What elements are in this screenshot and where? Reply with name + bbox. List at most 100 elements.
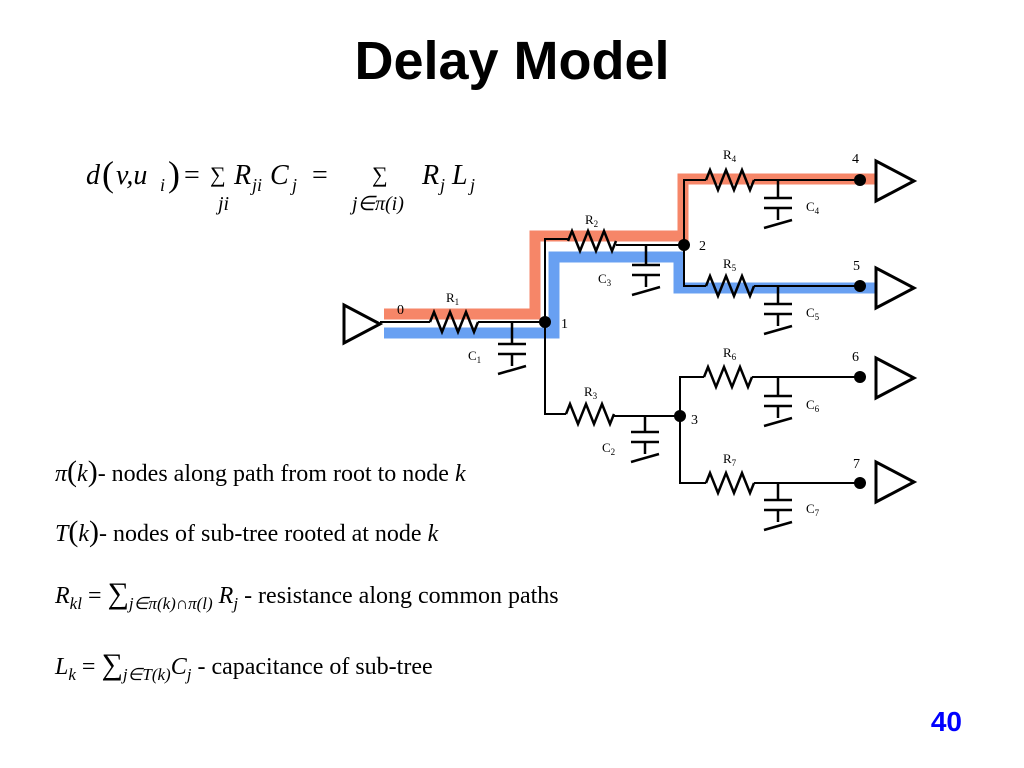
page-number: 40 (930, 706, 962, 737)
formula-d: d (86, 160, 101, 191)
capacitor-c4 (763, 180, 793, 230)
Lk-term-sub: j (186, 665, 192, 684)
formula-R1: R (233, 160, 251, 191)
resistor-label-r1: R1 (446, 290, 459, 307)
slide-title: Delay Model (354, 31, 670, 91)
node-label-1: 1 (561, 317, 568, 332)
node-dot-7 (854, 477, 866, 489)
Rkl-sum: ∑ (107, 577, 129, 610)
resistor-label-r4: R4 (723, 147, 737, 164)
Lk-description: - capacitance of sub-tree (191, 654, 433, 680)
formula-R1-sub: ji (250, 175, 262, 195)
definition-T: T(k)- nodes of sub-tree rooted at node k (55, 515, 439, 548)
formula-paren-close: ) (168, 154, 180, 194)
resistor-r1 (428, 308, 480, 336)
capacitor-c7 (763, 483, 793, 532)
resistor-r4 (704, 166, 756, 194)
formula-C1: C (270, 160, 289, 191)
node-label-4: 4 (852, 152, 859, 167)
Rkl-sub: kl (69, 594, 82, 613)
formula-L2: L (451, 160, 468, 191)
Lk-lhs: L (55, 654, 69, 680)
resistor-label-r2: R2 (585, 212, 598, 229)
buffers (342, 158, 918, 505)
capacitor-label-c1: C1 (468, 348, 481, 365)
node-label-6: 6 (852, 350, 859, 365)
node-dot-4 (854, 174, 866, 186)
node-dot-2 (678, 239, 690, 251)
node-label-0: 0 (397, 303, 404, 318)
resistor-r2 (566, 227, 618, 255)
Rkl-term-sub: j (233, 594, 239, 613)
T-symbol: T (55, 521, 69, 547)
node-dot-5 (854, 280, 866, 292)
T-var: k (427, 521, 439, 547)
formula-sum2: ∑ (372, 162, 388, 187)
formula-C1-sub: j (290, 175, 297, 195)
formula-R2-sub: j (438, 175, 445, 195)
capacitor-label-c6: C6 (806, 397, 820, 414)
node-dots (539, 174, 866, 489)
T-arg: k (78, 521, 90, 547)
node-dot-1 (539, 316, 551, 328)
wires (380, 179, 860, 484)
Lk-term: C (170, 654, 187, 680)
Lk-sum: ∑ (101, 648, 123, 681)
capacitors (497, 180, 793, 532)
blue-path-highlight (384, 251, 878, 339)
capacitor-c3 (631, 245, 661, 297)
Rkl-term: R (218, 583, 234, 609)
formula-paren-open: ( (102, 154, 114, 194)
resistor-r5 (704, 272, 756, 300)
node-dot-3 (674, 410, 686, 422)
sink-buffer-5 (874, 265, 918, 311)
capacitor-label-c4: C4 (806, 199, 820, 216)
capacitor-label-c3: C3 (598, 271, 612, 288)
resistor-r6 (702, 363, 754, 391)
sink-buffer-6 (874, 355, 918, 401)
pi-arg: k (77, 461, 88, 487)
node-label-3: 3 (691, 413, 698, 428)
driver-buffer (342, 302, 384, 346)
T-description: - nodes of sub-tree rooted at node (99, 521, 428, 547)
Lk-eq: = (81, 654, 96, 680)
capacitor-label-c5: C5 (806, 305, 820, 322)
node-dot-6 (854, 371, 866, 383)
node-label-7: 7 (853, 457, 860, 472)
resistors (428, 166, 756, 497)
pi-var: k (454, 461, 466, 487)
formula-R2: R (421, 160, 439, 191)
resistor-r3 (564, 400, 616, 428)
resistor-label-r7: R7 (723, 451, 737, 468)
Rkl-description: - resistance along common paths (238, 583, 559, 609)
pi-symbol: π (55, 461, 68, 487)
definition-Rkl: Rkl = ∑j∈π(k)∩π(l) Rj - resistance along… (55, 577, 559, 613)
red-path-highlight (384, 173, 878, 320)
sink-buffer-7 (874, 459, 918, 505)
resistor-r7 (704, 469, 756, 497)
formula-L2-sub: j (468, 175, 475, 195)
Rkl-lhs: R (55, 583, 70, 609)
capacitor-c2 (630, 416, 660, 464)
node-label-5: 5 (853, 259, 860, 274)
main-formula: d ( v,u i ) = ∑ ji R ji C j = ∑ j∈π(i) R… (86, 154, 475, 215)
formula-sum1-sub: ji (215, 193, 229, 215)
capacitor-c1 (497, 322, 527, 376)
resistor-label-r6: R6 (723, 345, 737, 362)
sink-buffer-4 (874, 158, 918, 204)
resistor-labels: R1 R2 R3 R4 R5 R6 R7 (446, 147, 737, 468)
formula-sum2-sub: j∈π(i) (349, 193, 404, 215)
resistor-label-r3: R3 (584, 384, 598, 401)
capacitor-label-c7: C7 (806, 501, 820, 518)
pi-description: - nodes along path from root to node (97, 461, 455, 487)
formula-arg-sub: i (160, 175, 165, 195)
Lk-sum-sub: j∈T(k) (122, 665, 171, 684)
capacitor-c6 (763, 377, 793, 428)
node-labels: 0 1 2 3 4 5 6 7 (397, 152, 860, 472)
formula-sum1: ∑ (210, 162, 226, 187)
formula-eq1: = (184, 160, 200, 191)
definition-Lk: Lk = ∑j∈T(k)Cj - capacitance of sub-tree (55, 648, 433, 684)
Rkl-sum-sub: j∈π(k)∩π(l) (128, 594, 213, 613)
